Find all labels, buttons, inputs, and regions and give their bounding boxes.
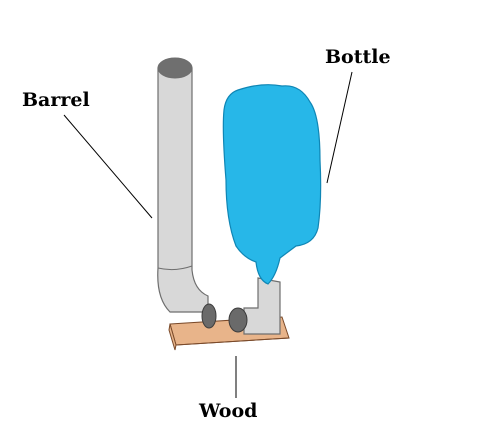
wood-edge-line	[175, 337, 290, 346]
right-valve-icon	[228, 307, 248, 333]
connector-pipe	[243, 277, 281, 335]
bottle-label: Bottle	[325, 46, 391, 68]
wood-label: Wood	[199, 400, 258, 422]
left-valve-icon	[201, 303, 217, 329]
barrel-tube	[157, 67, 209, 313]
barrel-elbow-seam	[157, 265, 193, 271]
bottle	[222, 84, 322, 285]
barrel	[157, 57, 209, 313]
barrel-opening	[157, 57, 193, 79]
barrel-label: Barrel	[22, 89, 90, 111]
bottle-leader-line	[326, 71, 353, 184]
barrel-leader-line	[63, 114, 153, 219]
bottle-connector	[243, 277, 281, 335]
wood-front-face	[168, 323, 177, 351]
